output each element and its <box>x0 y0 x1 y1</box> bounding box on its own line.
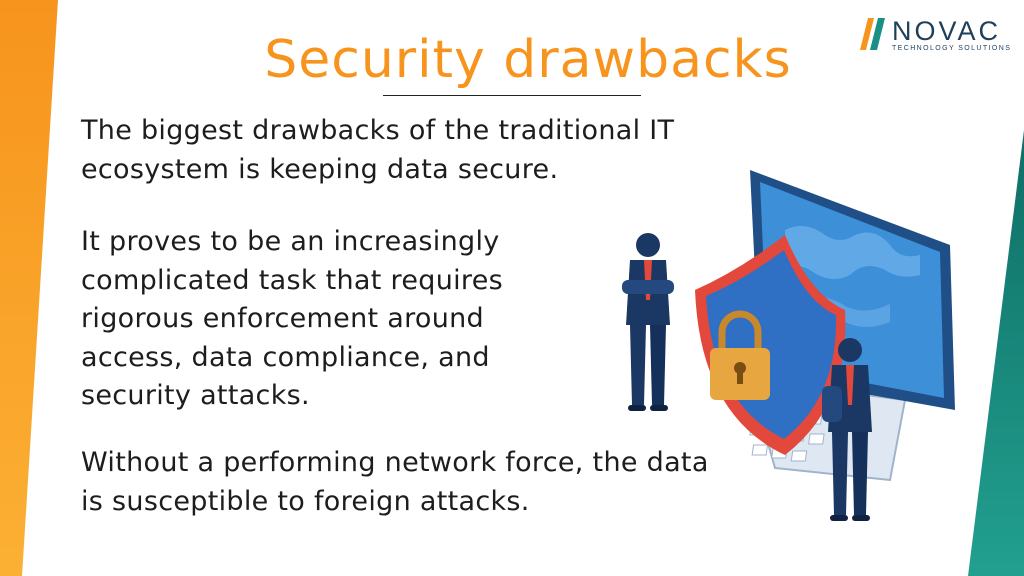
novac-logo: NOVAC TECHNOLOGY SOLUTIONS <box>858 14 1010 54</box>
paragraph-3: Without a performing network force, the … <box>81 447 709 517</box>
businessman-right-icon <box>822 338 872 521</box>
slide-title: Security drawbacks <box>264 30 792 90</box>
padlock-icon <box>710 310 770 400</box>
title-underline <box>383 95 641 96</box>
security-illustration <box>622 170 955 521</box>
logo-mark-icon <box>860 18 885 50</box>
paragraph-1: The biggest drawbacks of the traditional… <box>81 115 675 185</box>
logo-tagline: TECHNOLOGY SOLUTIONS <box>892 45 1012 52</box>
logo-name: NOVAC <box>892 16 1002 46</box>
left-orange-band <box>0 0 58 576</box>
businessman-left-icon <box>622 233 674 411</box>
right-teal-band <box>968 130 1024 576</box>
paragraph-2: It proves to be an increasingly complica… <box>81 226 504 411</box>
